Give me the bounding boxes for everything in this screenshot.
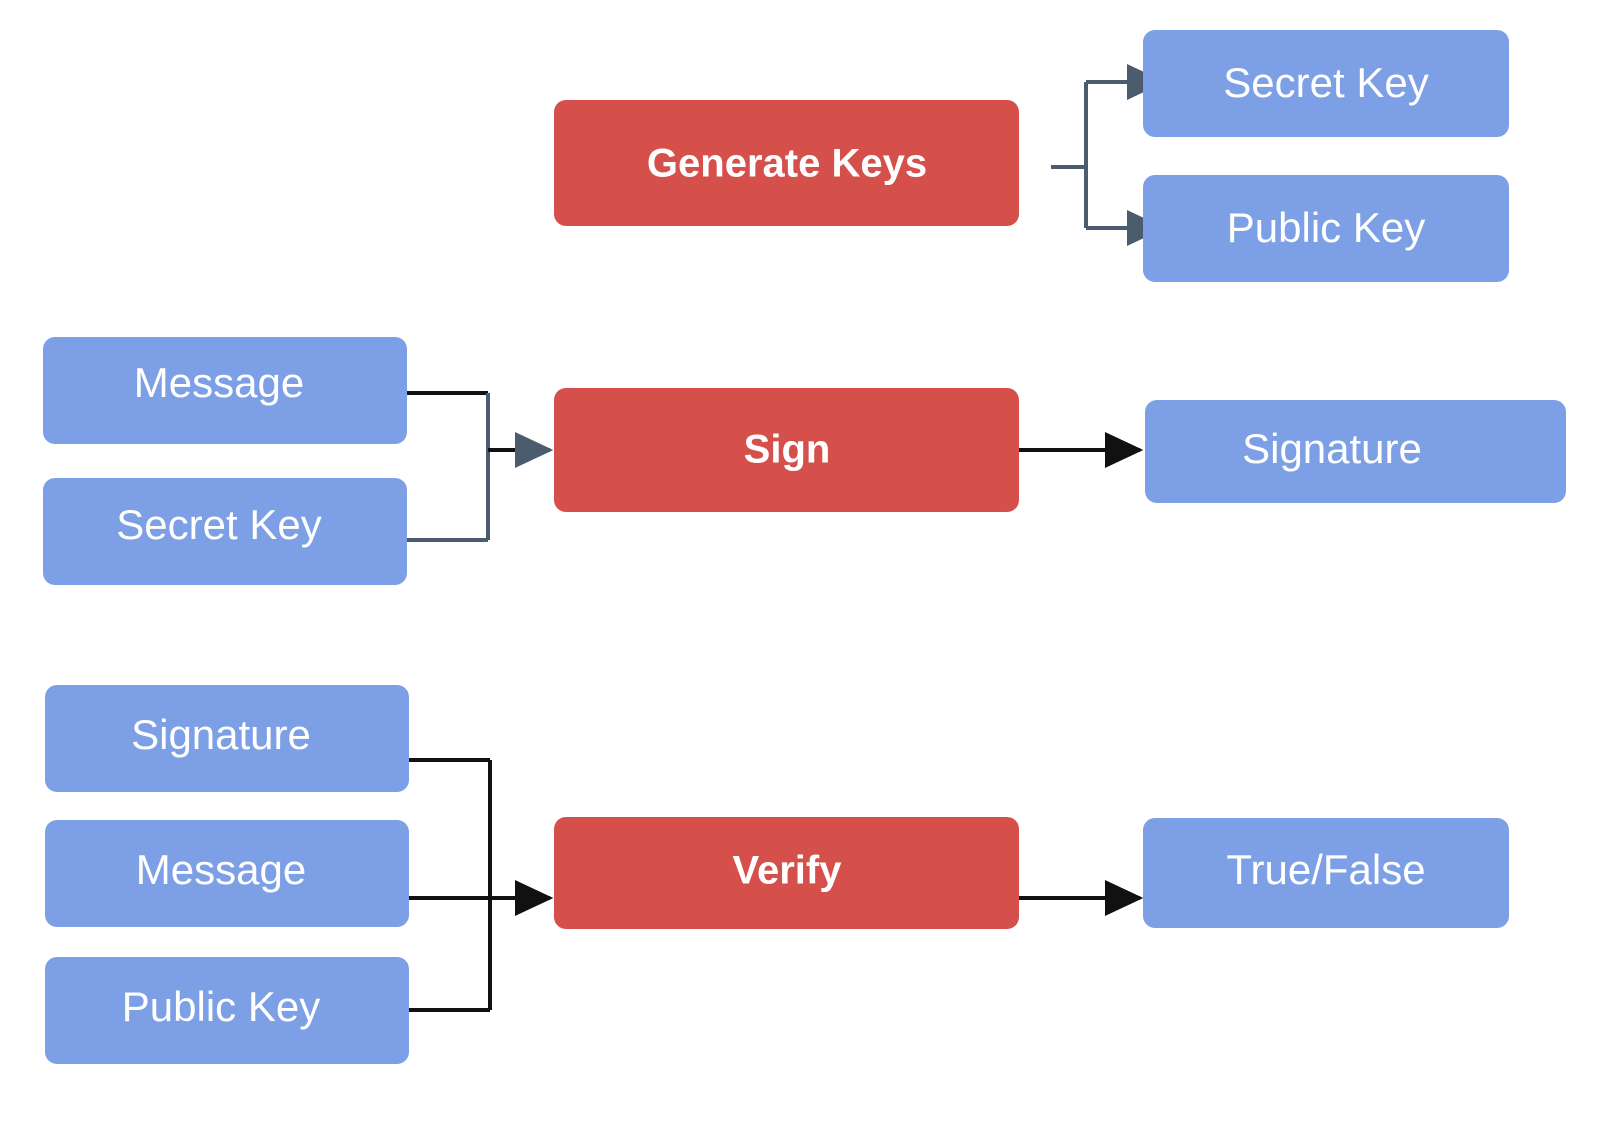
node-message-verify-input[interactable]: Message: [45, 820, 409, 927]
secret-key-output-label: Secret Key: [1223, 59, 1428, 106]
node-sign[interactable]: Sign: [554, 388, 1019, 512]
group-key-generation: Generate Keys Secret Key Public Key: [554, 30, 1509, 282]
node-public-key-verify-input[interactable]: Public Key: [45, 957, 409, 1064]
generate-keys-label: Generate Keys: [647, 142, 927, 186]
verify-label: Verify: [733, 849, 843, 893]
public-key-output-label: Public Key: [1227, 204, 1425, 251]
node-secret-key-output[interactable]: Secret Key: [1143, 30, 1509, 137]
node-true-false-output[interactable]: True/False: [1143, 818, 1509, 928]
public-key-verify-input-label: Public Key: [122, 983, 320, 1030]
node-public-key-output[interactable]: Public Key: [1143, 175, 1509, 282]
message-sign-input-label: Message: [134, 359, 304, 406]
node-secret-key-sign-input[interactable]: Secret Key: [43, 478, 407, 585]
signature-verify-input-label: Signature: [131, 711, 311, 758]
group-verification: Signature Message Public Key Verify True…: [45, 685, 1509, 1064]
secret-key-sign-input-label: Secret Key: [116, 501, 321, 548]
node-message-sign-input[interactable]: Message: [43, 337, 407, 444]
true-false-output-label: True/False: [1226, 846, 1425, 893]
group-signing: Message Secret Key Sign Signature: [43, 337, 1566, 585]
message-verify-input-label: Message: [136, 846, 306, 893]
sign-label: Sign: [744, 428, 831, 472]
node-signature-verify-input[interactable]: Signature: [45, 685, 409, 792]
node-signature-output[interactable]: Signature: [1145, 400, 1566, 503]
connector-sign-inputs-merge: [395, 391, 554, 542]
node-verify[interactable]: Verify: [554, 817, 1019, 929]
signature-output-label: Signature: [1242, 425, 1422, 472]
node-generate-keys[interactable]: Generate Keys: [554, 100, 1019, 226]
connector-verify-inputs-merge: [400, 758, 554, 1012]
